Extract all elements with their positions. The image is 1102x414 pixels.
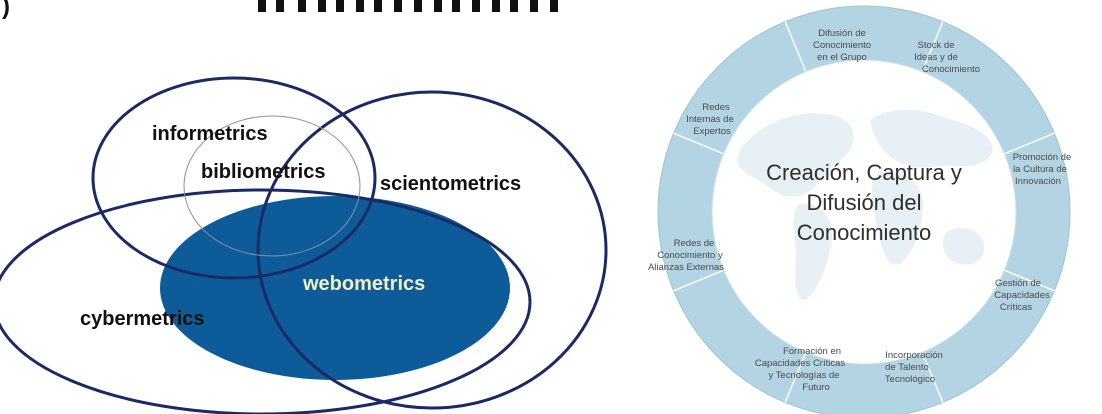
world-map-image [737,109,993,301]
segment-redes-internas: Redes Internas de Expertos [686,102,734,137]
webometrics-label: webometrics [302,273,425,295]
segment-label-line: de Talento [885,362,929,373]
bibliometrics-ellipse [183,115,361,257]
segment-divider [784,21,807,72]
segment-label-line: Tecnológico [885,374,935,385]
segment-label-line: Redes de [674,238,715,249]
segment-label-line: Internas de [686,114,734,125]
partial-heading-strokes [258,0,558,12]
header-fragment: ) [2,0,10,20]
segment-difusion: Difusión de Conocimiento en el Grupo [813,28,871,63]
cybermetrics-ellipse [0,188,532,414]
venn-diagram: ) informetrics bibliometrics scientometr… [0,0,608,414]
segment-label-line: Alianzas Externas [648,262,724,273]
segment-label-line: Formación en [783,346,841,357]
segment-label-line: Stock de [918,40,955,51]
segment-label-line: Difusión de [818,28,866,39]
segment-formacion: Formación en Capacidades Críticas y Tecn… [755,346,846,393]
segment-label-line: Promoción de [1013,152,1072,163]
scientometrics-label: scientometrics [380,173,521,195]
segment-divider [921,21,944,72]
segment-divider [921,352,944,403]
center-title-line1: Creación, Captura y [766,160,962,185]
segment-label-line: Incorporación [885,350,943,361]
bibliometrics-label: bibliometrics [201,161,325,183]
segment-label-line: Capacidades [994,290,1050,301]
segment-redes-externas: Redes de Conocimiento y Alianzas Externa… [648,238,724,273]
segment-divider [673,269,724,292]
informetrics-ellipse [91,76,377,280]
segment-label-line: Conocimiento y [657,250,723,261]
cybermetrics-label: cybermetrics [80,308,205,330]
knowledge-wheel: Creación, Captura y Difusión del Conocim… [648,5,1072,414]
segment-label-line: Redes [702,102,730,113]
segment-divider [784,352,807,403]
segment-label-line: Expertos [693,126,731,137]
segment-promocion: Promoción de la Cultura de Innovación [1013,152,1072,187]
segment-divider [1004,269,1055,292]
informetrics-label: informetrics [152,123,268,145]
segment-label-line: Futuro [802,382,829,393]
center-title-line3: Conocimiento [797,220,932,245]
segment-label-line: Gestión de [995,278,1041,289]
segment-gestion: Gestión de Capacidades Críticas [994,278,1050,313]
center-title-line2: Difusión del [807,190,922,215]
segment-label-line: Conocimiento [922,64,980,75]
segment-incorporacion: Incorporación de Talento Tecnológico [885,350,943,385]
segment-label-line: Innovación [1015,176,1061,187]
segment-label-line: Críticas [1000,302,1032,313]
segment-label-line: en el Grupo [817,52,867,63]
wheel-dividers [673,21,1055,403]
segment-label-line: Capacidades Críticas [755,358,846,369]
segment-divider [1004,132,1055,155]
scientometrics-ellipse [256,90,608,410]
segment-stock: Stock de Ideas y de Conocimiento [914,40,980,75]
segment-divider [673,132,724,155]
webometrics-ellipse [160,196,510,380]
segment-label-line: y Tecnologías de [768,370,839,381]
segment-label-line: la Cultura de [1013,164,1067,175]
segment-label-line: Ideas y de [914,52,958,63]
wheel-inner-edge [711,59,1017,365]
segment-label-line: Conocimiento [813,40,871,51]
wheel-outer-edge [657,5,1071,414]
